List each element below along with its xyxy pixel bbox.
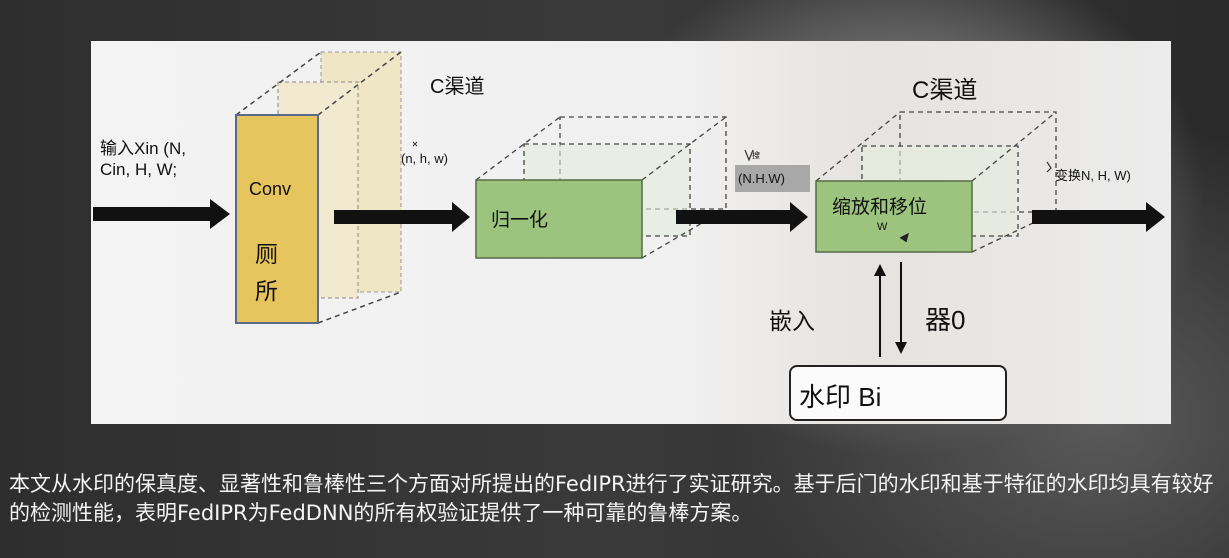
caption-text: 本文从水印的保真度、显著性和鲁棒性三个方面对所提出的FedIPR进行了实证研究。…	[9, 472, 1214, 525]
flow-arrows	[93, 199, 1165, 232]
scale-shift-sub: W	[877, 221, 888, 233]
input-label-line1: 输入Xin (N,	[100, 139, 186, 158]
dims-marker: 搜	[752, 151, 760, 160]
channel-label-2: C渠道	[912, 77, 978, 104]
input-label-line2: Cin, H, W;	[100, 160, 178, 179]
normalize-block	[475, 116, 727, 259]
embed-arrows	[874, 262, 907, 357]
scale-shift-label: 缩放和移位	[832, 197, 928, 218]
detector-label: 器0	[925, 305, 966, 335]
watermark-label: 水印 Bi	[799, 382, 882, 412]
output-label: 变换N, H, W)	[1055, 168, 1131, 183]
tick-mark	[899, 232, 909, 243]
dims-label-1: (n, h, w)	[401, 151, 448, 166]
scale-shift-block	[815, 111, 1057, 253]
conv-sub-label-2: 所	[255, 278, 278, 304]
normalize-label: 归一化	[491, 210, 549, 231]
watermark-box	[789, 365, 1007, 421]
channel-label-1: C渠道	[430, 76, 485, 98]
conv-block	[235, 51, 402, 324]
dims-tag	[735, 165, 810, 192]
tick-mark	[412, 141, 418, 147]
embed-label: 嵌入	[769, 308, 815, 334]
conv-label: Conv	[249, 179, 292, 199]
conv-sub-label-1: 厕	[255, 241, 278, 267]
dims-label-2: (N.H.W)	[738, 171, 785, 186]
tick-mark	[1046, 161, 1052, 173]
tick-mark	[744, 149, 754, 162]
